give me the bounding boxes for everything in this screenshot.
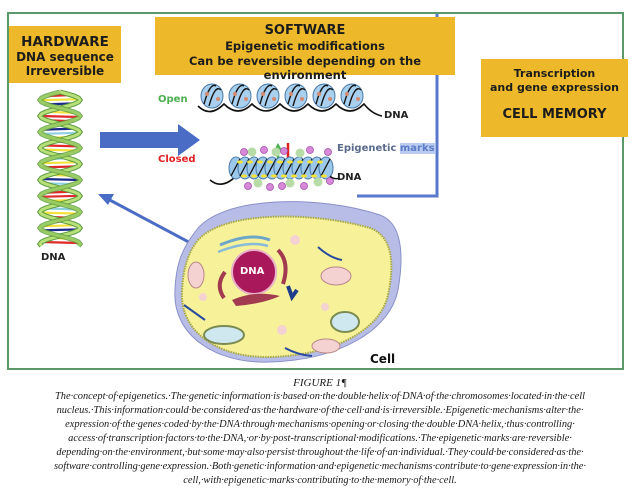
epigenetic-word: Epigenetic — [337, 143, 397, 154]
nucleus-to-dna-arrowhead-icon — [98, 194, 114, 205]
open-label: Open — [158, 94, 188, 105]
cell-memory-line1: Transcription — [513, 67, 596, 80]
figure-label: FIGURE 1¶ — [293, 377, 347, 389]
software-line2: Can be reversible depending on the envir… — [188, 53, 422, 83]
nucleus-dna-label: DNA — [240, 266, 265, 277]
cell-memory-line2: and gene expression — [490, 81, 619, 94]
cell-memory-box: Transcription and gene expression CELL M… — [481, 59, 628, 137]
dna-open-label: DNA — [384, 110, 409, 121]
hardware-line1: DNA sequence — [16, 50, 114, 64]
software-title: SOFTWARE — [264, 23, 346, 38]
cell-memory-title: CELL MEMORY — [502, 107, 607, 122]
closed-label: Closed — [158, 154, 196, 165]
cell-label: Cell — [370, 352, 396, 366]
caption-text: The·concept·of·epigenetics.·The·genetic·… — [53, 391, 587, 486]
right-arrow-icon — [100, 124, 200, 156]
open-chromatin-icon — [197, 83, 383, 117]
hardware-line2: Irreversible — [25, 64, 105, 78]
software-box: SOFTWARE Epigenetic modifications Can be… — [155, 17, 455, 82]
hardware-title: HARDWARE — [21, 34, 109, 50]
hardware-box: HARDWARE DNA sequence Irreversible — [9, 26, 121, 83]
dna-helix-label: DNA — [41, 252, 66, 263]
epigenetic-marks-label: Epigenetic marks — [337, 143, 435, 154]
figure-caption: FIGURE 1¶ The·concept·of·epigenetics.·Th… — [10, 376, 630, 488]
dna-helix-icon — [36, 89, 84, 248]
figure-frame — [7, 12, 624, 370]
dna-closed-label: DNA — [337, 172, 362, 183]
closed-chromatin-icon — [209, 146, 341, 191]
software-line1: Epigenetic modifications — [225, 39, 385, 53]
cell-illustration — [174, 201, 402, 363]
marks-word: marks — [399, 143, 435, 154]
